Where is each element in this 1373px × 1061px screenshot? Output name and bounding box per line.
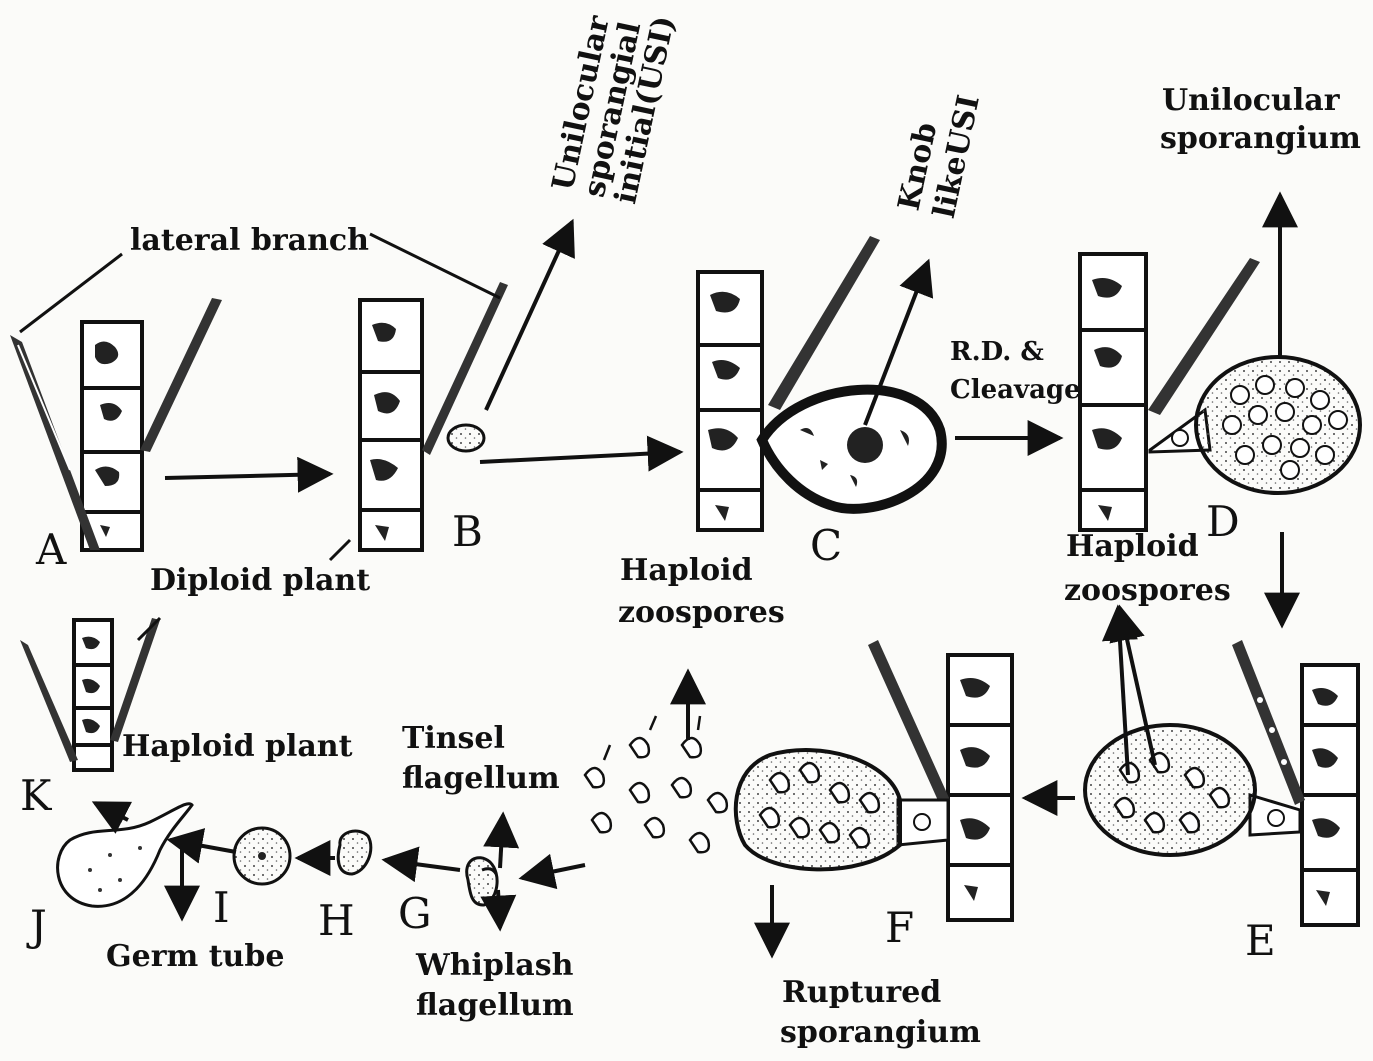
stage-a-filament: [10, 298, 222, 550]
rd-label-2: Cleavage: [950, 375, 1081, 405]
released-zoospores: [585, 716, 727, 852]
stage-b-filament: [360, 282, 508, 550]
stage-h-zoospore: [338, 831, 371, 874]
haploid-zoo-label-1a: Haploid: [620, 553, 753, 588]
stage-f-filament: [736, 640, 1012, 920]
stage-letter-a: A: [35, 525, 67, 574]
diploid-plant-label: Diploid plant: [150, 563, 370, 598]
stage-letter-k: K: [20, 771, 53, 820]
rd-label-1: R.D. &: [950, 337, 1044, 367]
stage-c-filament: [698, 236, 942, 530]
unilocular-label-2: sporangium: [1160, 121, 1361, 156]
stage-letter-d: D: [1206, 497, 1240, 546]
knob-label: Knob likeUSI: [892, 85, 987, 222]
haploid-zoo-label-2b: zoospores: [1064, 573, 1231, 608]
whiplash-label-1: Whiplash: [415, 948, 574, 983]
stage-letter-g: G: [398, 889, 432, 938]
ruptured-label-2: sporangium: [780, 1015, 981, 1050]
stage-letter-b: B: [452, 507, 483, 556]
stage-e-filament: [1085, 640, 1358, 925]
ruptured-label-1: Ruptured: [782, 975, 941, 1010]
haploid-zoo-label-2a: Haploid: [1066, 529, 1199, 564]
stage-letter-j: J: [26, 901, 47, 950]
lateral-branch-label: lateral branch: [130, 223, 369, 258]
haploid-plant-label: Haploid plant: [122, 729, 353, 764]
unilocular-label-1: Unilocular: [1162, 83, 1341, 118]
stage-letter-f: F: [885, 903, 914, 952]
stage-g-zoospore: [467, 858, 497, 905]
tinsel-label-2: flagellum: [402, 761, 560, 796]
haploid-zoo-label-1b: zoospores: [618, 595, 785, 630]
stage-letter-i: I: [213, 883, 230, 932]
usi-label: Unilocular sporangial initial(USI): [546, 0, 683, 207]
stage-d-filament: [1080, 254, 1360, 530]
stage-letter-e: E: [1245, 916, 1276, 965]
stage-i-cyst: [234, 828, 290, 884]
tinsel-label-1: Tinsel: [402, 721, 505, 756]
germ-tube-label: Germ tube: [106, 939, 284, 974]
stage-letter-h: H: [318, 896, 355, 945]
whiplash-label-2: flagellum: [416, 988, 574, 1023]
stage-letter-c: C: [810, 521, 842, 570]
